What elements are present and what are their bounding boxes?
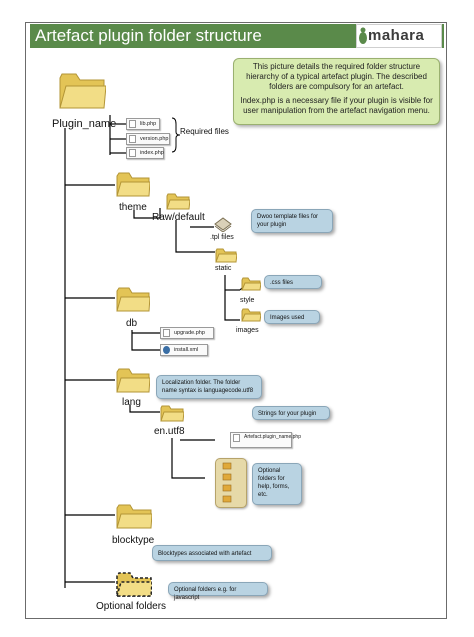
en-utf8-folder-icon bbox=[160, 405, 184, 422]
strings-callout: Strings for your plugin bbox=[252, 406, 330, 420]
file-icon bbox=[129, 149, 136, 157]
logo-text: mahara bbox=[368, 27, 425, 44]
lib-php-label: lib.php bbox=[140, 121, 157, 127]
images-label: images bbox=[236, 327, 259, 334]
mahara-logo-icon bbox=[359, 27, 367, 44]
required-files-label: Required files bbox=[180, 127, 229, 136]
file-icon bbox=[233, 434, 240, 442]
upgrade-php-label: upgrade.php bbox=[174, 330, 205, 336]
raw-default-label: Raw/default bbox=[152, 212, 205, 223]
static-folder-icon bbox=[215, 248, 237, 263]
file-icon bbox=[163, 329, 170, 337]
info-paragraph-2: Index.php is a necessary file if your pl… bbox=[240, 96, 433, 115]
db-folder-icon bbox=[116, 287, 150, 312]
info-box: This picture details the required folder… bbox=[233, 58, 440, 125]
version-php-label: version.php bbox=[140, 136, 169, 142]
plugin-name-folder-icon bbox=[59, 73, 106, 109]
tpl-files-label: .tpl files bbox=[210, 234, 234, 241]
index-php-label: index.php bbox=[140, 150, 164, 156]
page-title: Artefact plugin folder structure bbox=[35, 26, 262, 45]
theme-folder-icon bbox=[116, 172, 150, 197]
images-folder-icon bbox=[241, 308, 261, 322]
tpl-files-icon bbox=[214, 217, 232, 232]
index-php-file: index.php bbox=[126, 147, 164, 159]
blocktype-folder-icon bbox=[116, 504, 152, 529]
en-utf8-label: en.utf8 bbox=[154, 426, 185, 437]
version-php-file: version.php bbox=[126, 133, 170, 145]
static-label: static bbox=[215, 265, 232, 272]
upgrade-php-file: upgrade.php bbox=[160, 327, 214, 339]
info-paragraph-1: This picture details the required folder… bbox=[246, 62, 427, 91]
style-label: style bbox=[240, 297, 255, 304]
blocktypes-callout: Blocktypes associated with artefact bbox=[152, 545, 272, 561]
install-xml-label: install.xml bbox=[174, 347, 199, 353]
dwoo-callout: Dwoo template files for your plugin bbox=[251, 209, 333, 233]
images-used-callout: Images used bbox=[264, 310, 320, 324]
theme-label: theme bbox=[119, 202, 147, 213]
css-callout: .css files bbox=[264, 275, 322, 289]
artefact-plugin-name-file: Artefact.plugin_name.php bbox=[230, 432, 301, 448]
file-icon bbox=[129, 135, 136, 143]
optional-folders-label: Optional folders bbox=[96, 601, 167, 612]
lib-php-file: lib.php bbox=[126, 118, 160, 130]
file-icon bbox=[129, 120, 136, 128]
style-folder-icon bbox=[241, 277, 261, 291]
raw-default-folder-icon bbox=[166, 193, 190, 210]
small-folder-icons bbox=[222, 462, 232, 503]
logo bbox=[356, 24, 442, 48]
db-label: db bbox=[126, 318, 138, 329]
blocktype-label: blocktype bbox=[112, 535, 155, 546]
artefact-plugin-name-label: Artefact.plugin_name.php bbox=[244, 434, 301, 440]
optional-help-callout: Optional folders for help, forms, etc. bbox=[252, 463, 302, 505]
xml-file-icon bbox=[163, 346, 170, 354]
install-xml-file: install.xml bbox=[160, 344, 208, 356]
localization-callout: Localization folder. The folder name syn… bbox=[156, 375, 262, 399]
lang-folder-icon bbox=[116, 368, 150, 393]
plugin-name-label: Plugin_name bbox=[52, 118, 117, 130]
optional-js-callout: Optional folders e.g. for javascript bbox=[168, 582, 268, 601]
lang-label: lang bbox=[122, 397, 141, 408]
optional-folder-icon bbox=[116, 572, 152, 597]
